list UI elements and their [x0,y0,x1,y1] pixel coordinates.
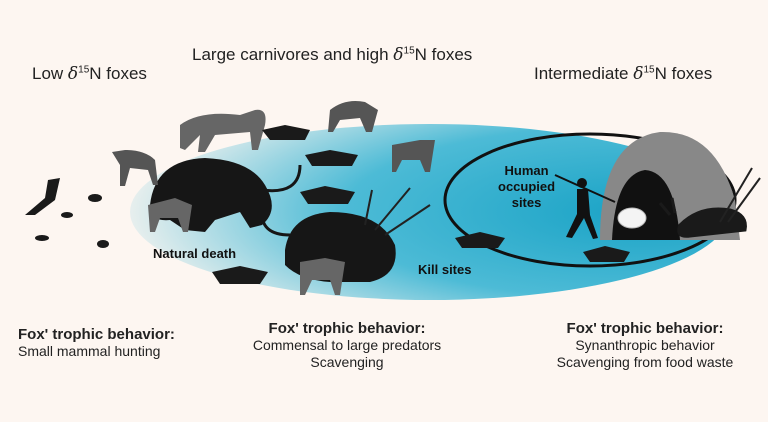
fox-icon [212,266,268,284]
header-low-foxes: Low δ15N foxes [32,64,147,84]
header-text: N foxes [654,64,713,83]
behavior-intermediate: Fox' trophic behavior: Synanthropic beha… [530,320,760,371]
header-text: Large carnivores and high [192,45,394,64]
deer-carcass-icon [658,197,747,238]
human-sites-label: Human occupied sites [498,163,555,211]
header-text: Intermediate [534,64,634,83]
hyena-icon [328,101,378,132]
wolf-icon [112,150,158,186]
arrow-icon [364,189,373,226]
rodent-icon [97,240,109,248]
fox-icon [262,125,310,140]
kill-sites-label: Kill sites [418,262,472,277]
mammoth-tusk [260,209,291,237]
arrow-icon [384,204,431,236]
wolf-icon [148,198,192,232]
behavior-line: Scavenging [310,354,384,370]
fox-icon-hunting [25,178,60,215]
behavior-title: Fox' trophic behavior: [566,320,724,337]
behavior-title: Fox' trophic behavior: [268,320,426,337]
fox-icon [300,186,355,204]
label-line: occupied [498,179,556,194]
behavior-low: Fox' trophic behavior: Small mammal hunt… [18,326,175,360]
label-line: sites [511,195,542,210]
arrow-icon [727,177,761,223]
fox-icon [455,232,505,248]
header-text: N foxes [89,64,147,83]
wolf-icon [300,258,345,295]
superscript: 15 [403,45,415,57]
scavenging-zone-gradient [130,124,730,300]
header-text: Low [32,64,68,83]
delta-symbol: δ [393,45,404,65]
behavior-line: Scavenging from food waste [556,354,734,370]
behavior-high: Fox' trophic behavior: Commensal to larg… [232,320,462,371]
delta-symbol: δ [633,64,644,84]
rodent-icon [88,194,102,202]
rodent-icon [35,235,49,241]
label-line: Human [504,163,549,178]
behavior-line: Synanthropic behavior [575,337,715,353]
wolf-icon [392,140,435,172]
header-intermediate-foxes: Intermediate δ15N foxes [534,64,712,84]
behavior-line: Commensal to large predators [252,337,442,353]
fox-icon [583,246,630,262]
arrow-icon [719,167,753,223]
header-text: N foxes [414,45,473,64]
fox-icon [305,150,358,166]
rodent-icon [61,212,73,218]
delta-symbol: δ [67,64,79,84]
fire-icon [617,207,647,229]
arrow-icon [374,187,411,231]
natural-death-label: Natural death [153,246,237,261]
superscript: 15 [643,64,655,76]
superscript: 15 [78,64,90,76]
behavior-title: Fox' trophic behavior: [18,326,175,343]
behavior-line: Small mammal hunting [18,343,161,359]
lion-icon [180,109,266,152]
human-hunter-icon [554,174,616,239]
mammoth-tusk [261,164,302,193]
header-high-foxes: Large carnivores and high δ15N foxes [192,45,472,65]
